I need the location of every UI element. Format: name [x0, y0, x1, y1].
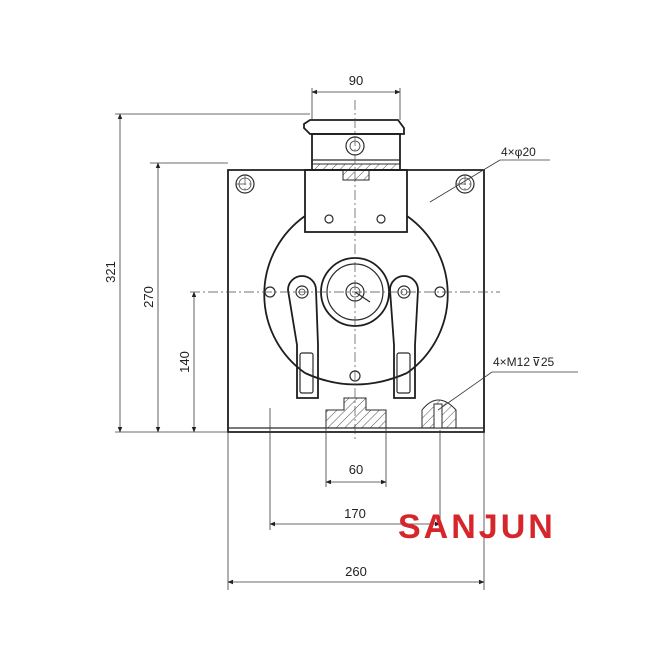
note-threads: 4×M12⊽25	[493, 355, 555, 369]
dimension-170	[269, 408, 441, 530]
dimension-270	[150, 162, 228, 433]
center-lines	[190, 100, 500, 440]
leader-holes	[429, 159, 550, 203]
note-holes: 4×φ20	[501, 145, 536, 159]
top-cap	[303, 119, 405, 171]
brand-logo: SANJUN	[398, 508, 556, 546]
t-slot	[325, 397, 387, 429]
dimension-60	[325, 428, 387, 487]
depth-symbol-icon: ⊽	[532, 355, 541, 369]
dim-label-90: 90	[349, 73, 363, 88]
note-thread-depth: 25	[541, 355, 555, 369]
right-lever	[389, 275, 419, 399]
dim-label-140: 140	[177, 351, 192, 373]
dim-label-270: 270	[141, 286, 156, 308]
upper-block	[304, 169, 408, 233]
leader-threads	[437, 371, 578, 411]
left-lever	[287, 275, 319, 399]
dim-label-260: 260	[345, 564, 367, 579]
note-thread-size: 4×M12	[493, 355, 530, 369]
dim-label-170: 170	[344, 506, 366, 521]
threaded-hole	[421, 399, 457, 429]
circular-housing	[263, 215, 449, 386]
dimension-260	[227, 432, 485, 590]
dimension-90	[311, 88, 401, 120]
dim-label-60: 60	[349, 462, 363, 477]
dimension-321	[115, 113, 310, 433]
dim-label-321: 321	[103, 261, 118, 283]
